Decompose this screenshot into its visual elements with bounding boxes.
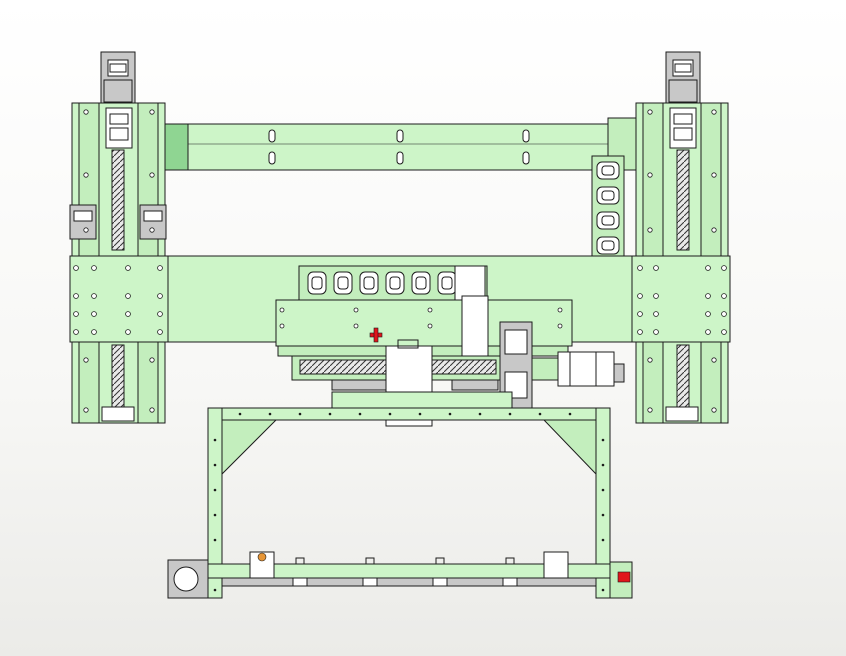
bolt-hole <box>279 307 285 313</box>
beam-slot-holes <box>268 129 530 165</box>
bolt-hole <box>647 357 653 363</box>
bolt-hole <box>711 109 717 115</box>
left-linear-axis <box>69 51 167 424</box>
bolt-hole <box>557 307 563 313</box>
chain-link <box>333 271 353 295</box>
bolt-hole <box>711 172 717 178</box>
bolt-hole <box>149 172 155 178</box>
bolt-hole <box>157 265 163 271</box>
bolt-hole <box>91 311 97 317</box>
bolt-hole <box>705 311 711 317</box>
slot-hole <box>396 151 404 165</box>
bolt-hole <box>83 172 89 178</box>
bolt-hole <box>711 227 717 233</box>
chain-link <box>359 271 379 295</box>
bolt-hole <box>647 109 653 115</box>
bolt-hole <box>353 307 359 313</box>
bolt-hole <box>83 227 89 233</box>
bolt-hole <box>653 311 659 317</box>
slot-hole <box>522 151 530 165</box>
bolt-hole <box>637 293 643 299</box>
bolt-hole <box>149 357 155 363</box>
chain-link <box>596 186 620 205</box>
suction-cups <box>292 557 518 587</box>
bottom-rail <box>167 551 633 599</box>
bolt-hole <box>73 293 79 299</box>
bolt-hole <box>157 329 163 335</box>
bolt-hole <box>705 265 711 271</box>
bolt-hole <box>647 172 653 178</box>
bolt-hole <box>73 265 79 271</box>
bolt-hole <box>353 323 359 329</box>
bolt-hole <box>647 407 653 413</box>
right-rail-holes <box>647 109 717 413</box>
bolt-hole <box>149 109 155 115</box>
slot-hole <box>268 151 276 165</box>
chain-link <box>437 271 457 295</box>
bolt-hole <box>427 323 433 329</box>
chain-link <box>385 271 405 295</box>
bolt-hole <box>149 227 155 233</box>
bolt-hole <box>721 293 727 299</box>
bolt-hole <box>721 311 727 317</box>
servo-motor <box>557 351 625 387</box>
right-lead-screw-lower <box>676 344 690 408</box>
right-lead-screw-upper <box>676 149 690 251</box>
left-lead-screw-lower <box>111 344 125 408</box>
bolt-hole <box>91 265 97 271</box>
horizontal-drag-chain <box>298 265 488 301</box>
gripper-frame <box>207 391 611 599</box>
bolt-hole <box>637 329 643 335</box>
bolt-hole <box>705 329 711 335</box>
bolt-hole <box>721 265 727 271</box>
bolt-hole <box>149 407 155 413</box>
suction-cup <box>432 577 448 587</box>
left-lead-screw-upper <box>111 149 125 251</box>
slot-hole <box>522 129 530 143</box>
right-linear-axis <box>635 51 729 424</box>
suction-cup <box>362 577 378 587</box>
bolt-hole <box>125 311 131 317</box>
bolt-hole <box>83 407 89 413</box>
bolt-hole <box>705 293 711 299</box>
bolt-hole <box>427 307 433 313</box>
bolt-hole <box>653 329 659 335</box>
slot-hole <box>268 129 276 143</box>
crossbeam-holes <box>73 265 727 335</box>
bolt-hole <box>73 311 79 317</box>
bolt-hole <box>637 311 643 317</box>
chain-link <box>596 161 620 180</box>
bolt-hole <box>711 407 717 413</box>
upper-crossbeam <box>164 117 637 171</box>
left-rail-holes <box>83 109 155 413</box>
bolt-hole <box>721 329 727 335</box>
bolt-hole <box>83 357 89 363</box>
bolt-hole <box>125 329 131 335</box>
bolt-hole <box>711 357 717 363</box>
chain-link <box>411 271 431 295</box>
bolt-hole <box>653 293 659 299</box>
bolt-hole <box>637 265 643 271</box>
suction-cup <box>292 577 308 587</box>
bolt-hole <box>557 323 563 329</box>
bolt-hole <box>653 265 659 271</box>
bolt-hole <box>83 109 89 115</box>
bolt-hole <box>157 311 163 317</box>
bolt-hole <box>279 323 285 329</box>
chain-link <box>596 211 620 230</box>
bolt-hole <box>91 293 97 299</box>
bolt-hole <box>91 329 97 335</box>
chain-link <box>307 271 327 295</box>
suction-cup <box>502 577 518 587</box>
bolt-hole <box>125 293 131 299</box>
chain-link <box>596 236 620 255</box>
bolt-hole <box>73 329 79 335</box>
bolt-hole <box>157 293 163 299</box>
slot-hole <box>396 129 404 143</box>
bolt-hole <box>125 265 131 271</box>
bolt-hole <box>647 227 653 233</box>
